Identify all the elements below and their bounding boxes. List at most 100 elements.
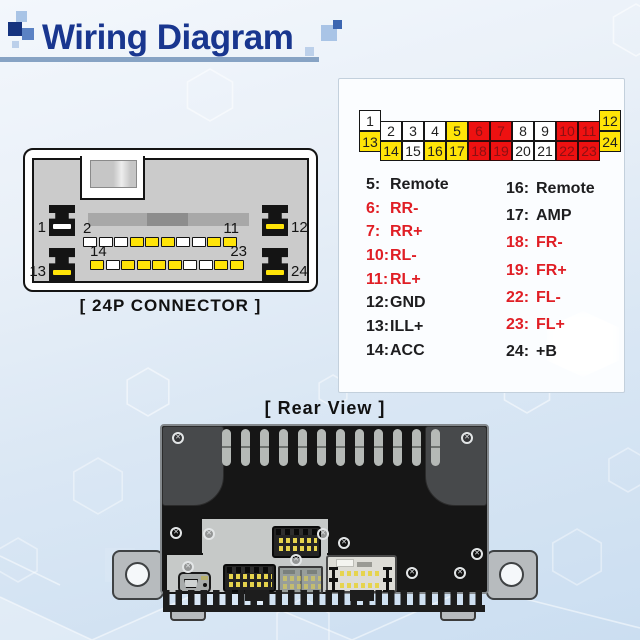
mount-bracket-left (112, 550, 164, 600)
pin-list-item: 6:RR- (366, 200, 449, 224)
pin-list-label: RL- (390, 247, 417, 265)
pin-list-number: 7: (366, 223, 381, 241)
vent-slot (298, 429, 307, 466)
pin-slot (214, 260, 228, 270)
mount-bracket-right (486, 550, 538, 600)
pin-slot (160, 237, 175, 247)
pin-slot (105, 260, 120, 270)
connector-pins (229, 574, 272, 579)
connector-caption: [ 24P CONNECTOR ] (79, 296, 262, 315)
pin-list-number: 5: (366, 176, 381, 193)
rear-view-caption: [ Rear View ] (264, 398, 386, 418)
vent-slot (355, 429, 364, 466)
vent-line (355, 445, 364, 448)
usb-dot (203, 583, 207, 587)
connector-teeth (276, 529, 317, 535)
pin-list-item: 17:AMP (506, 207, 595, 234)
pin-list-item: 24:+B (506, 343, 595, 370)
screw-icon: ✕ (317, 528, 329, 540)
deco-square (333, 20, 342, 29)
deco-square (22, 28, 34, 40)
socket-pins (340, 571, 380, 576)
pin-list-number: 23: (506, 315, 530, 333)
screw-icon: ✕ (290, 554, 302, 566)
pin-list-label: ACC (390, 341, 425, 359)
vent-line (393, 445, 402, 448)
side-pin-slot (266, 269, 284, 275)
connector-tab (283, 570, 295, 574)
pin-list-label: Remote (536, 180, 595, 197)
pin-slot (222, 237, 237, 247)
side-pin-terminal (49, 205, 75, 236)
pin-cell: 7 (490, 121, 512, 141)
connector-key-bar-dark (147, 213, 188, 226)
vent-line (298, 445, 307, 448)
pin-cell: 21 (534, 141, 556, 161)
pin-list-label: RL+ (390, 270, 421, 288)
pin-list-number: 13: (366, 318, 390, 336)
row2-last-pin-label: 23 (230, 243, 247, 260)
usb-label (201, 576, 208, 580)
pin-slot (167, 260, 182, 270)
connector-pins (283, 576, 321, 581)
socket-clip (329, 567, 338, 580)
pin-list-number: 10: (366, 247, 390, 265)
pin-list-item: 10:RL- (366, 247, 449, 271)
deco-square (12, 41, 19, 48)
pin-list-label: FL- (536, 288, 561, 306)
screw-icon: ✕ (338, 537, 350, 549)
screw-icon: ✕ (461, 432, 473, 444)
connector-pin-row-1 (83, 237, 237, 247)
pin-list-number: 19: (506, 261, 530, 279)
deco-square (305, 47, 314, 56)
connector-pins (279, 538, 317, 543)
screw-icon: ✕ (170, 527, 182, 539)
side-pin-slot (53, 224, 71, 230)
vent-slot (412, 429, 421, 466)
deco-square (8, 22, 22, 36)
pin-list-number: 22: (506, 288, 530, 306)
pin-cell: 8 (512, 121, 534, 141)
socket-pins (340, 583, 380, 588)
pin-cell: 19 (490, 141, 512, 161)
pin-list-label: Remote (390, 176, 449, 193)
connector-side-pin: 24 (262, 248, 308, 283)
side-pin-slot (266, 224, 284, 230)
pin-list-label: +B (536, 343, 557, 361)
deco-hexagon (547, 311, 619, 377)
socket-tab (336, 559, 354, 567)
connector-face-diagram: 2 11 14 23 1 13 12 (23, 148, 318, 292)
pin-list-number: 11: (366, 270, 389, 288)
pin-list-item: 11:RL+ (366, 271, 449, 295)
connector-teeth (227, 567, 272, 573)
bracket-hole (499, 562, 524, 587)
fin-block (350, 590, 374, 601)
connector-tab (307, 570, 317, 574)
pin-slot (145, 237, 159, 247)
pin-cell: 5 (446, 121, 468, 141)
harness-connector-bottom (223, 564, 276, 592)
connector-side-pin: 12 (262, 205, 308, 236)
pin-slot (198, 260, 213, 270)
pin-slot (191, 237, 206, 247)
pin-cell: 24 (599, 131, 621, 152)
pin-cell: 22 (556, 141, 578, 161)
pin-list-label: FL+ (536, 315, 565, 333)
pin-list-item: 23: FL+ (506, 316, 595, 343)
pin-list-number: 18: (506, 234, 530, 252)
pin-cell: 9 (534, 121, 556, 141)
pin-cell: 10 (556, 121, 578, 141)
pin-cell: 13 (359, 131, 381, 152)
connector-pins (283, 584, 321, 589)
head-unit-rear-view: ✕ ✕ ✕ ✕ ✕ ✕ ✕ ✕ ✕ ✕ ✕ (112, 424, 538, 628)
socket-clip (383, 567, 392, 580)
pin-cell: 20 (512, 141, 534, 161)
pin-cell: 12 (599, 110, 621, 131)
title-underline (0, 57, 319, 62)
connector-pin-row-2 (90, 260, 244, 270)
screw-icon: ✕ (203, 528, 215, 540)
pin-cell: 4 (424, 121, 446, 141)
pin-cell: 3 (402, 121, 424, 141)
